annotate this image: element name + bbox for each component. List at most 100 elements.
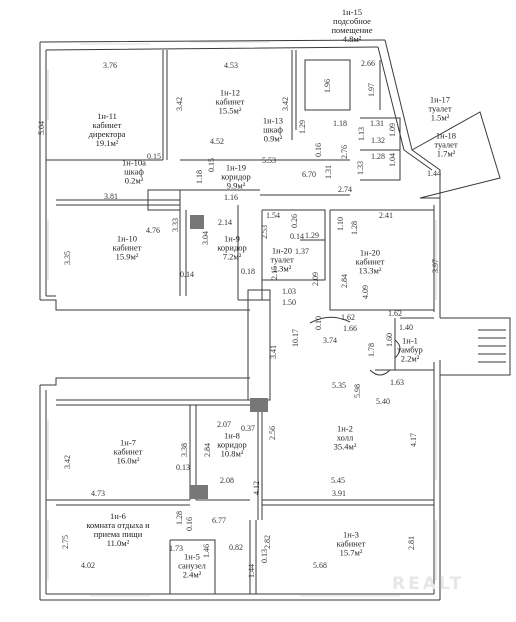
room-label-line: 1н-2 — [337, 423, 353, 434]
stairs-outer — [440, 317, 511, 376]
dimension-value: 5.98 — [353, 384, 362, 398]
wall-1n9 — [237, 205, 270, 301]
dimension-value: 1.04 — [388, 153, 397, 167]
room-label-line: подсобное — [333, 16, 371, 26]
wall-1n15 — [304, 59, 381, 111]
dimension-value: 3.41 — [269, 345, 278, 359]
room-label-line: 1н-17 — [429, 94, 451, 105]
room-label-line: 0.9м² — [263, 133, 283, 144]
dimension-value: 3.81 — [104, 192, 118, 201]
room-label-line: кабинет — [336, 538, 366, 549]
room-label-line: 2.2м² — [400, 353, 420, 364]
room-label-line: 7.2м² — [222, 251, 242, 262]
room-label-line: 1н-10а — [122, 157, 146, 168]
dimension-value: 6.77 — [212, 516, 226, 525]
room-label-line: 1н-1 — [402, 335, 418, 346]
dimension-value: 1.09 — [388, 123, 397, 137]
stair-wall — [377, 39, 501, 199]
dimension-value: 0.26 — [290, 214, 299, 228]
room-label-line: шкаф — [263, 124, 283, 135]
room-label-line: 13.3м² — [358, 265, 382, 276]
room-label-line: кабинет — [215, 96, 245, 107]
dimension-value: 4.17 — [409, 433, 418, 447]
dimension-value: 10.17 — [291, 329, 300, 347]
dimension-value: 0.10 — [314, 316, 323, 330]
room-label-line: 15.7м² — [339, 547, 363, 558]
room-label-line: туалет — [434, 139, 458, 150]
dimension-value: 3.38 — [180, 443, 189, 457]
room-label-line: 1.5м² — [430, 112, 450, 123]
wall-1n11-1n12 — [162, 50, 168, 160]
room-label-line: 1н-19 — [225, 162, 247, 173]
room-label-line: 15.5м² — [218, 105, 242, 116]
dimension-value: 2.84 — [340, 274, 349, 288]
room-label-line: туалет — [270, 254, 294, 265]
room-label-line: тамбур — [397, 344, 423, 355]
room-label-line: 1н-13 — [262, 115, 284, 126]
dimension-value: 4.53 — [224, 61, 238, 70]
dimension-value: 2.82 — [263, 535, 272, 549]
outer-wall-bottom — [40, 593, 440, 601]
window-marks — [47, 41, 437, 597]
dimension-value: 1.73 — [169, 544, 183, 553]
dimension-value: 2.53 — [260, 225, 269, 239]
dimension-value: 3.97 — [431, 259, 440, 273]
room-label-line: санузел — [178, 560, 206, 571]
dimension-value: 5.45 — [331, 476, 345, 485]
room-label-line: 1н-20 — [271, 245, 293, 256]
wall-1n5 — [169, 539, 216, 594]
room-label-line: 19.1м² — [95, 138, 119, 148]
dimension-value: 0.16 — [314, 143, 323, 157]
room-label-line: 1н-6 — [110, 511, 126, 521]
dimension-value: 2.07 — [217, 420, 231, 429]
dimension-value: 2.09 — [311, 272, 320, 286]
dimension-value: 0.15 — [207, 158, 216, 172]
dimension-value: 0.14 — [180, 270, 194, 279]
room-label-line: 4.8м² — [342, 34, 362, 44]
dimension-value: 0.15 — [147, 152, 161, 161]
dimension-value: 1.10 — [336, 217, 345, 231]
wall-1n8-right — [257, 410, 263, 520]
dimension-value: 2.81 — [407, 536, 416, 550]
room-label-line: 1н-15 — [341, 7, 363, 17]
dimension-value: 5.04 — [37, 121, 46, 135]
room-label-line: кабинет — [355, 256, 385, 267]
dimension-value: 1.78 — [367, 343, 376, 357]
dimension-value: 0.13 — [260, 549, 269, 563]
dimension-value: 5.35 — [332, 381, 346, 390]
dimension-value: 1.28 — [371, 152, 385, 161]
dimension-value: 3.42 — [281, 97, 290, 111]
dimension-value: 1.32 — [371, 136, 385, 145]
dimension-value: 1.33 — [356, 161, 365, 175]
room-label-line: шкаф — [124, 166, 144, 177]
dimension-value: 1.44 — [247, 564, 256, 578]
pillar-2 — [190, 485, 208, 499]
dimension-value: 3.33 — [171, 218, 180, 232]
dimension-value: 5.40 — [376, 397, 390, 406]
room-label-line: комната отдыха и — [86, 520, 150, 530]
dimension-value: 2.74 — [338, 185, 352, 194]
dimension-value: 1.13 — [357, 127, 366, 141]
dimension-value: 2.75 — [61, 535, 70, 549]
dimension-value: 1.50 — [282, 298, 296, 307]
wall-1n12-right — [291, 50, 297, 140]
dimension-value: 1.66 — [343, 324, 357, 333]
pillar-1 — [190, 215, 204, 229]
outer-wall-left — [39, 42, 47, 600]
dimension-value: 3.42 — [175, 97, 184, 111]
room-label-line: 1н-18 — [435, 130, 457, 141]
dimension-value: 2.41 — [379, 211, 393, 220]
